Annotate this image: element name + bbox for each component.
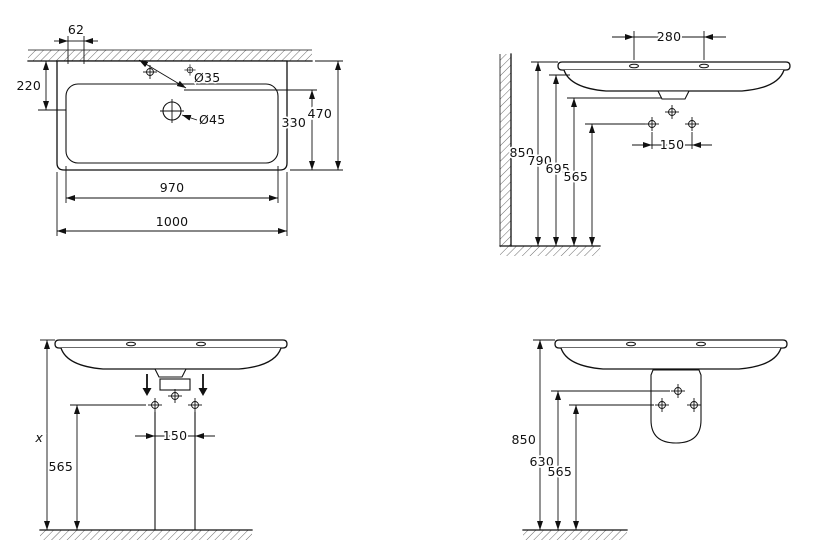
floor-section-hatch: [523, 530, 627, 540]
waste-hole-leader-line: [181, 114, 198, 121]
fixing-direction-arrow: [198, 388, 208, 396]
dim-fixing-centres: 150: [660, 137, 684, 152]
waste-hole-diameter-label: Ø45: [199, 112, 225, 127]
dim-overall-width: 1000: [156, 214, 189, 229]
tap-hole-leader-line: [138, 59, 187, 89]
dim-rim-height-variable: x: [34, 430, 43, 445]
dim-outlet-height: 695: [546, 161, 570, 176]
dim-hole-setback: 220: [17, 78, 41, 93]
dim-rim-height: 850: [512, 432, 536, 447]
fixing-hole-crossmark: [187, 397, 203, 413]
dim-underside-height: 790: [528, 153, 552, 168]
dim-tap-centres: 280: [657, 29, 681, 44]
bowl-inner-outline: [65, 83, 279, 164]
dim-rim-height: 850: [510, 145, 534, 160]
fixing-hole-crossmark: [644, 116, 660, 132]
view-front-wall-mounting: 280 150 850 790 695 565: [499, 27, 791, 256]
basin-front-view: [557, 61, 791, 100]
fixing-hole-crossmark: [147, 397, 163, 413]
tap-hole-diameter-label: Ø35: [194, 70, 220, 85]
dim-bowl-width: 970: [160, 180, 184, 195]
wall-section-hatch: [28, 50, 312, 61]
fixing-direction-arrow: [142, 388, 152, 396]
dim-fixing-centres: 150: [163, 428, 187, 443]
dim-rim-offset: 62: [68, 22, 84, 37]
view-plan: Ø35 Ø45 62 220 330 470 970: [15, 20, 343, 236]
dim-fixing-height: 565: [548, 464, 572, 479]
floor-section-hatch: [500, 246, 600, 256]
overflow-bracket: [159, 378, 191, 391]
fixing-hole-crossmark: [167, 388, 183, 404]
basin-front-view: [54, 339, 288, 378]
dim-upper-fixing-height: 630: [530, 454, 554, 469]
floor-section-hatch: [40, 530, 252, 540]
view-front-with-pedestal: 850 630 565: [510, 339, 788, 540]
dim-fixing-height: 565: [49, 459, 73, 474]
semi-pedestal-outline: [650, 369, 702, 444]
fixing-hole-crossmark: [684, 116, 700, 132]
dim-overall-depth: 470: [308, 106, 332, 121]
wall-section-hatch: [500, 54, 511, 246]
fixing-hole-crossmark: [664, 104, 680, 120]
dim-hole-to-front: 330: [282, 115, 306, 130]
dim-fixing-height: 565: [564, 169, 588, 184]
view-front-with-legs: 150 x 565: [33, 339, 288, 540]
